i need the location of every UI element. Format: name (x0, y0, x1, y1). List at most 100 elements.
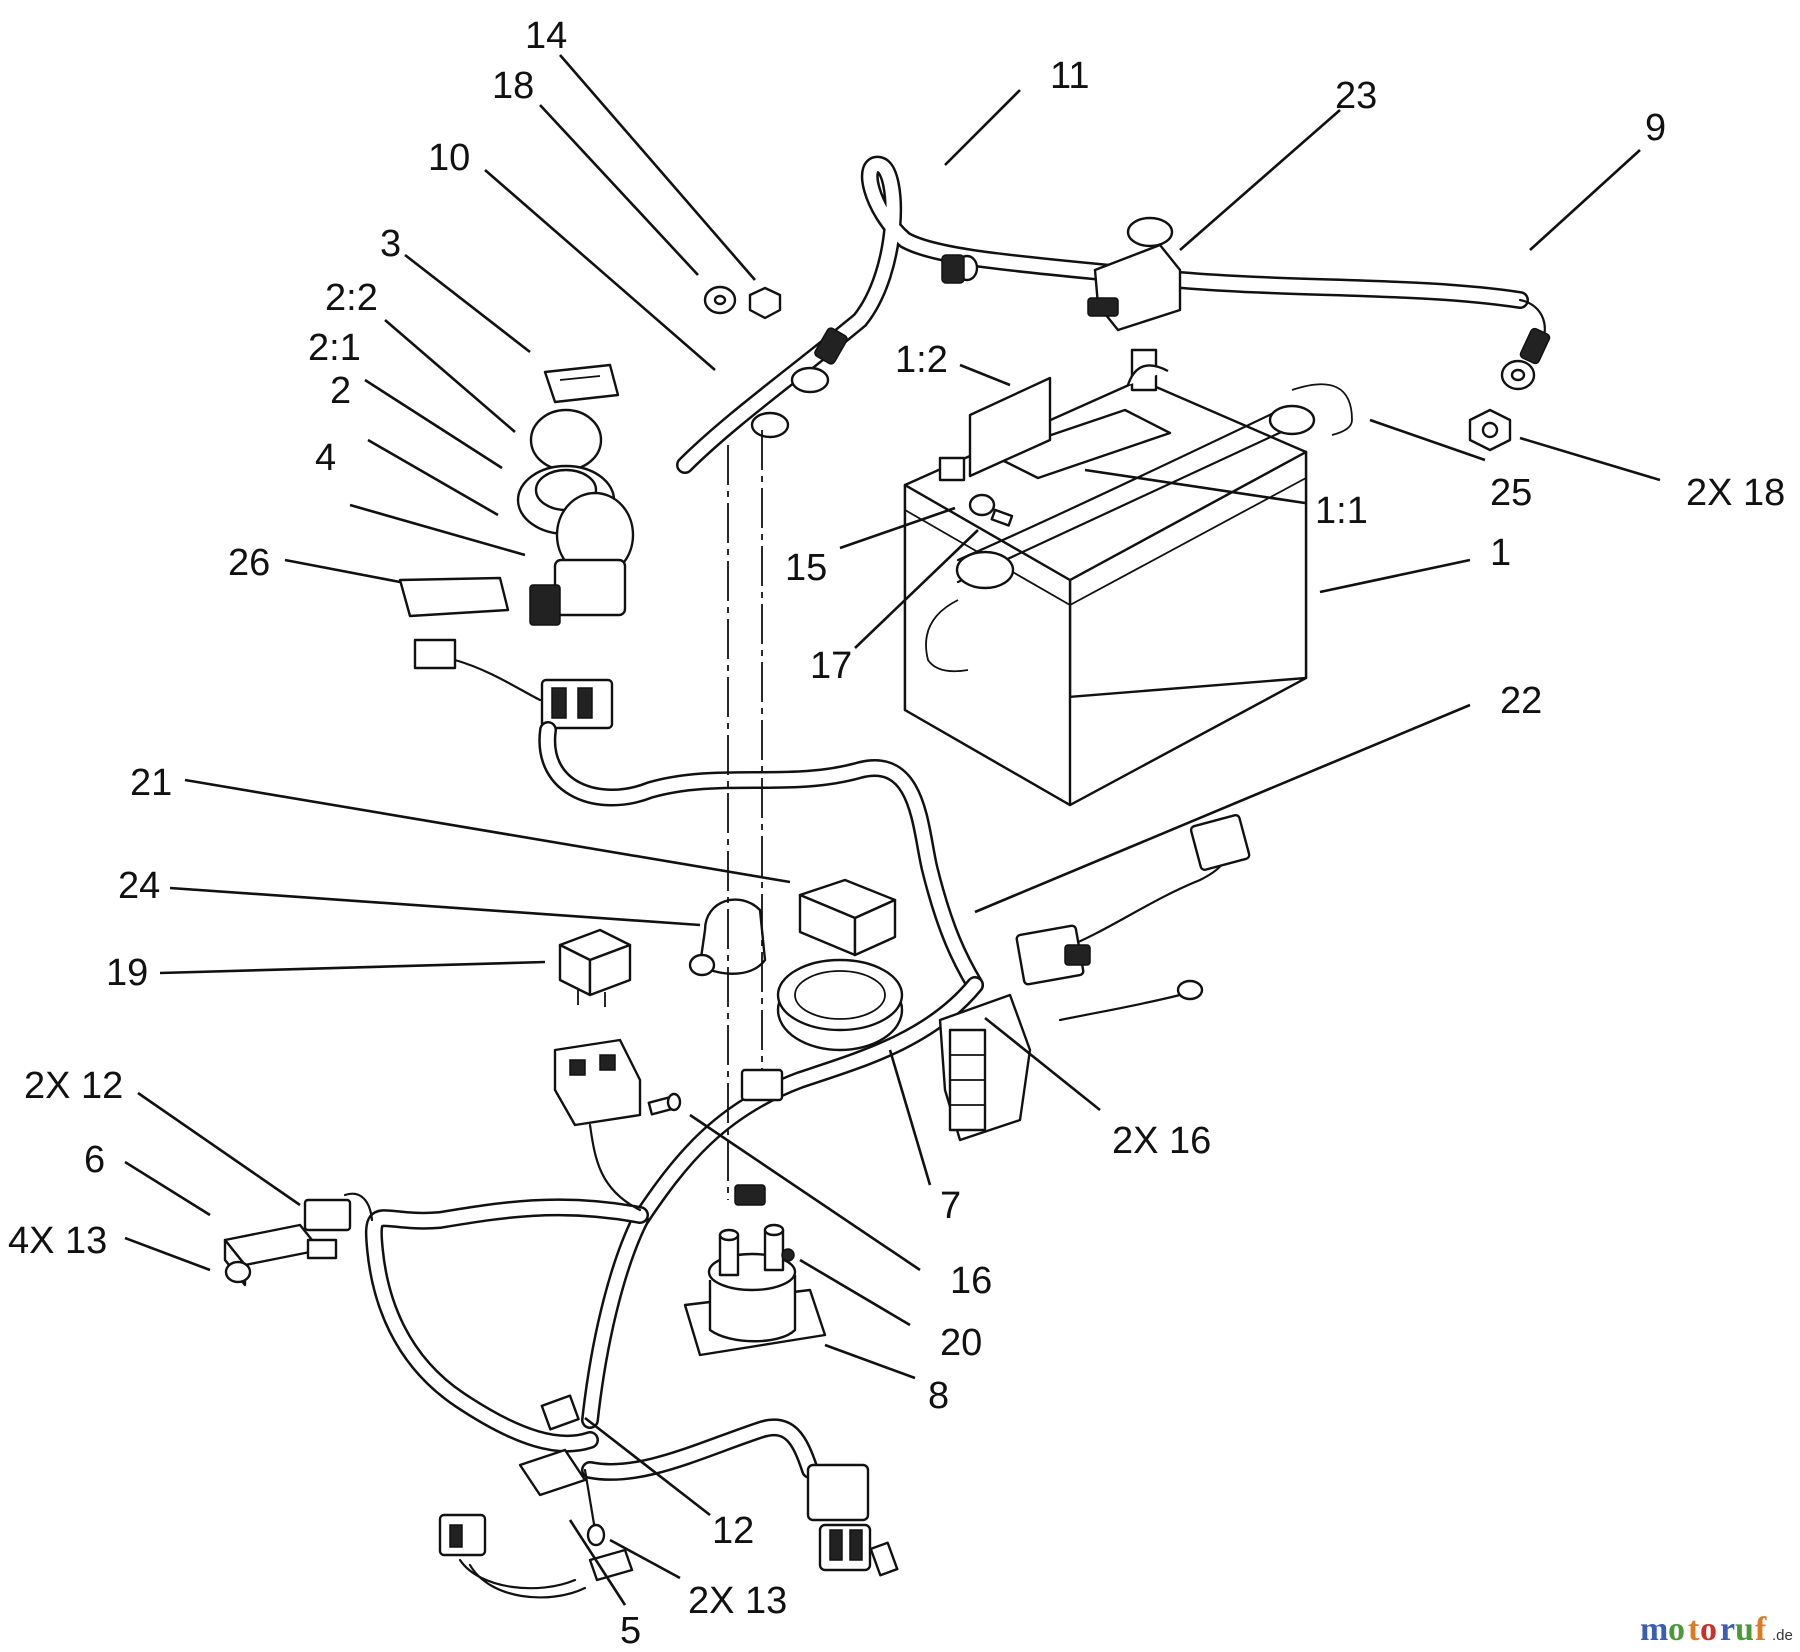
main-harness (364, 721, 984, 1481)
callout-1-1: 1:1 (1315, 490, 1368, 532)
callout-17: 17 (810, 645, 852, 687)
leader-23 (1179, 109, 1341, 251)
leader-2-2 (384, 319, 516, 433)
leader-lines (124, 54, 1661, 1606)
leader-9 (1529, 149, 1641, 251)
nut-18 (1468, 408, 1512, 452)
leader-2x13 (609, 1538, 681, 1580)
callout-10: 10 (428, 137, 470, 179)
callout-15: 15 (785, 547, 827, 589)
callout-14: 14 (525, 15, 567, 57)
leader-1 (1319, 558, 1471, 594)
leader-1-2 (959, 363, 1011, 387)
leader-2-1 (364, 378, 503, 470)
boot-24 (688, 898, 767, 977)
callout-20: 20 (940, 1322, 982, 1364)
leader-5 (568, 1519, 627, 1606)
callout-12: 12 (712, 1510, 754, 1552)
seat-switch-connector (806, 1463, 899, 1577)
leader-21 (184, 778, 791, 884)
callout-2-2: 2:2 (325, 277, 378, 319)
watermark-letter: t (1688, 1611, 1700, 1648)
battery (903, 348, 1308, 807)
callout-23: 23 (1335, 75, 1377, 117)
bolt-15 (968, 493, 1014, 527)
callout-2-1: 2:1 (308, 327, 361, 369)
callout-7: 7 (940, 1185, 961, 1227)
callout-22: 22 (1500, 680, 1542, 722)
callout-3: 3 (380, 223, 401, 265)
leader-14 (559, 54, 756, 281)
leader-2x16 (984, 1016, 1101, 1112)
leader-20 (799, 1258, 911, 1327)
grommet-7 (776, 958, 904, 1052)
assembly-lines (727, 430, 763, 1200)
small-connector (734, 1068, 784, 1206)
callout-1: 1 (1490, 532, 1511, 574)
leader-17 (854, 529, 979, 649)
callout-19: 19 (106, 952, 148, 994)
watermark-letter: r (1720, 1611, 1735, 1648)
callout-2x13: 2X 13 (688, 1580, 787, 1622)
leader-15 (839, 506, 956, 550)
leader-16 (689, 1113, 921, 1272)
callout-1-2: 1:2 (895, 339, 948, 381)
callout-16: 16 (950, 1260, 992, 1302)
relay-19 (558, 928, 632, 1007)
callout-24: 24 (118, 865, 160, 907)
leader-18 (539, 104, 699, 276)
leader-4x13 (124, 1236, 211, 1272)
leader-24 (169, 886, 701, 927)
callout-11: 11 (1050, 55, 1089, 97)
watermark-letter: m (1640, 1611, 1668, 1648)
relay-socket (553, 1038, 642, 1212)
callout-4: 4 (315, 437, 336, 479)
leader-11 (944, 89, 1021, 166)
watermark-letter: u (1735, 1611, 1754, 1648)
washer-18 (703, 285, 737, 315)
callout-9: 9 (1645, 107, 1666, 149)
watermark-letter: f (1755, 1611, 1767, 1648)
battery-cables (676, 155, 1551, 474)
leader-19 (159, 960, 546, 975)
leader-25 (1369, 418, 1486, 462)
bolt-16 (647, 1092, 682, 1116)
callout-18: 18 (492, 65, 534, 107)
battery-strap (925, 383, 1353, 673)
callout-2x12: 2X 12 (24, 1065, 123, 1107)
callout-2x16: 2X 16 (1112, 1120, 1211, 1162)
callout-2x18: 2X 18 (1686, 472, 1785, 514)
leader-7 (888, 1049, 932, 1186)
callout-21: 21 (130, 762, 172, 804)
callout-6: 6 (84, 1139, 105, 1181)
leader-12 (584, 1416, 711, 1517)
callout-2: 2 (330, 370, 351, 412)
leader-2 (367, 438, 499, 517)
nut-14 (748, 286, 782, 320)
leader-2x12 (137, 1091, 301, 1207)
switch-5 (438, 1394, 634, 1599)
plug-26 (398, 576, 510, 618)
leader-3 (404, 253, 531, 354)
fuse-block-16 (938, 993, 1032, 1142)
leader-10 (484, 169, 716, 371)
leader-6 (124, 1160, 211, 1217)
connector (413, 638, 542, 702)
leader-4 (349, 503, 526, 557)
key-switch (516, 363, 635, 626)
leader-2x18 (1519, 436, 1661, 482)
watermark-suffix: .de (1772, 1627, 1793, 1644)
pad-21 (798, 878, 897, 957)
callout-5: 5 (620, 1610, 641, 1652)
callout-labels: 14 18 11 23 9 10 3 2:2 2:1 2 4 1:2 25 2X… (8, 15, 1785, 1652)
solenoid-8 (683, 1223, 827, 1357)
callout-4x13: 4X 13 (8, 1220, 107, 1262)
watermark-letter: o (1668, 1611, 1685, 1648)
callout-8: 8 (928, 1375, 949, 1417)
leader-22 (974, 703, 1471, 914)
leader-1-1 (1084, 468, 1306, 505)
harness-connector-4 (540, 678, 614, 730)
motoruf-watermark: m o t o r u f .de (1640, 1611, 1793, 1648)
